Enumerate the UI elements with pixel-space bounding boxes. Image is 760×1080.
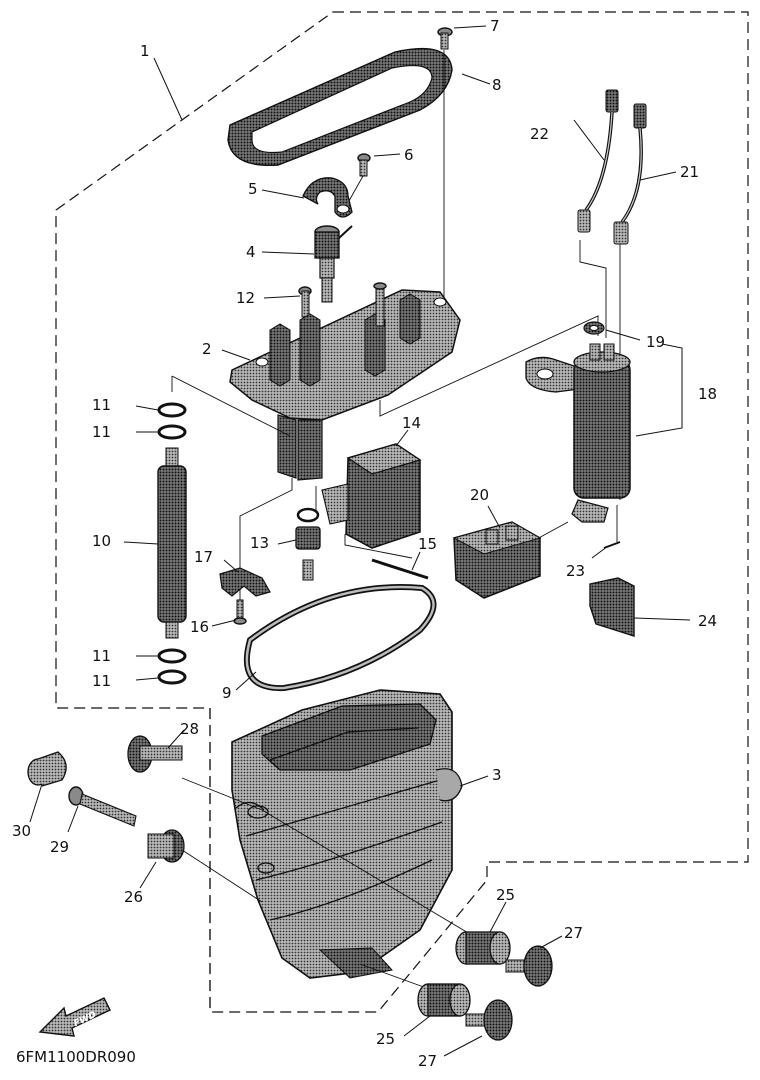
- plug-27-b: [465, 999, 513, 1041]
- part-label-8: 8: [492, 76, 502, 94]
- gasket-8: [227, 47, 453, 166]
- part-label-27-b: 27: [418, 1052, 437, 1070]
- part-label-25-b: 25: [376, 1030, 395, 1048]
- clamp-5: [302, 177, 353, 218]
- wire-22: [577, 89, 619, 233]
- cap-30: [27, 751, 67, 787]
- cover-2: [229, 282, 461, 481]
- part-label-26: 26: [124, 888, 143, 906]
- part-label-21: 21: [680, 163, 699, 181]
- bracket-17: [219, 567, 271, 597]
- part-label-11-a: 11: [92, 396, 111, 414]
- connector-20: [452, 521, 542, 599]
- part-label-25-a: 25: [496, 886, 515, 904]
- fitting-13: [295, 507, 321, 581]
- part-label-11-b: 11: [92, 423, 111, 441]
- regulator-4: [314, 225, 353, 303]
- part-label-9: 9: [222, 684, 232, 702]
- o-ring-11-c: [157, 648, 187, 664]
- screw-16: [233, 599, 247, 625]
- part-label-23: 23: [566, 562, 585, 580]
- bolt-12: [298, 286, 312, 318]
- grommet-26: [147, 829, 185, 863]
- grommet-28: [127, 735, 183, 773]
- part-label-30: 30: [12, 822, 31, 840]
- part-label-5: 5: [248, 180, 258, 198]
- part-label-14: 14: [402, 414, 421, 432]
- part-label-11-c: 11: [92, 647, 111, 665]
- fitting-25-b: [417, 983, 471, 1017]
- o-ring-11-b: [157, 424, 187, 440]
- fitting-25-a: [455, 931, 511, 965]
- pump-18: [525, 343, 631, 523]
- part-label-13: 13: [250, 534, 269, 552]
- part-label-24: 24: [698, 612, 717, 630]
- part-label-4: 4: [246, 243, 256, 261]
- part-label-11-d: 11: [92, 672, 111, 690]
- wire-21: [613, 103, 647, 245]
- part-label-20: 20: [470, 486, 489, 504]
- part-label-10: 10: [92, 532, 111, 550]
- part-label-1: 1: [140, 42, 150, 60]
- o-ring-11-d: [157, 669, 187, 685]
- housing-14: [321, 443, 422, 549]
- screw-7: [437, 27, 453, 335]
- filter-10: [157, 447, 187, 639]
- part-label-19: 19: [646, 333, 665, 351]
- part-label-22: 22: [530, 125, 549, 143]
- part-label-29: 29: [50, 838, 69, 856]
- part-label-27-a: 27: [564, 924, 583, 942]
- assembly-outline-upper: [55, 11, 749, 1013]
- drawing-code: 6FM1100DR090: [16, 1048, 136, 1066]
- pin-15: [371, 558, 429, 580]
- part-label-15: 15: [418, 535, 437, 553]
- tank-axis-lines: [175, 777, 481, 991]
- forward-arrow-icon: FWD: [38, 997, 111, 1037]
- o-ring-11-a: [157, 402, 187, 418]
- part-number-labels: 1 2 3 4 5 6 7 8 9 10 11 11 11 11 12 13 1…: [12, 17, 717, 1070]
- part-label-16: 16: [190, 618, 209, 636]
- part-label-17: 17: [194, 548, 213, 566]
- seal-9: [243, 584, 437, 692]
- tank-3: [231, 689, 463, 979]
- ring-19: [583, 321, 605, 335]
- part-label-12: 12: [236, 289, 255, 307]
- part-label-18: 18: [698, 385, 717, 403]
- strainer-24: [589, 577, 635, 637]
- bolt-29: [68, 786, 137, 827]
- part-label-28: 28: [180, 720, 199, 738]
- part-label-7: 7: [490, 17, 500, 35]
- part-label-3: 3: [492, 766, 502, 784]
- part-label-2: 2: [202, 340, 212, 358]
- part-label-6: 6: [404, 146, 414, 164]
- plug-27-a: [505, 945, 553, 987]
- leader-lines: [29, 25, 691, 1057]
